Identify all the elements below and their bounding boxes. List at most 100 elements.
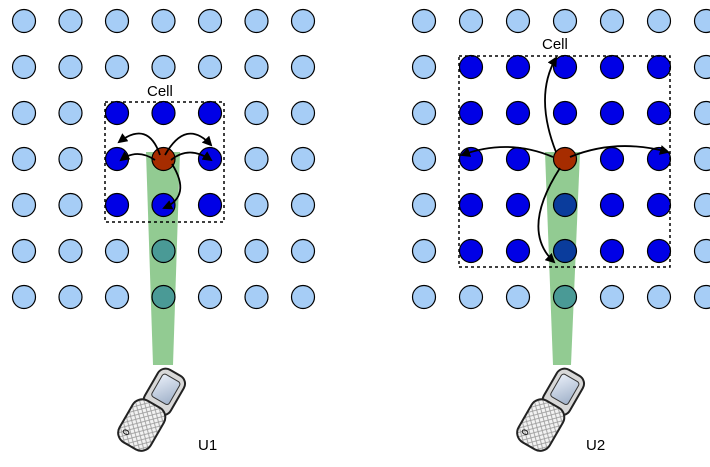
- node-u1-r2c1: [59, 102, 82, 125]
- cell-label-u1: Cell: [147, 83, 173, 100]
- node-u2-r0c4: [601, 10, 624, 33]
- node-u1-r3c6: [292, 148, 315, 171]
- node-u1-r0c3: [152, 10, 175, 33]
- node-u1-r1c1: [59, 56, 82, 79]
- cell-node-u1-r2c4: [199, 102, 222, 125]
- cell-node-u2-r4c4: [601, 194, 624, 217]
- node-u2-r6c6: [695, 286, 710, 309]
- node-u2-r2c0: [413, 102, 436, 125]
- node-u2-r4c0: [413, 194, 436, 217]
- node-u1-r6c0: [13, 286, 36, 309]
- user-label-u1: U1: [198, 437, 217, 454]
- node-u2-r2c6: [695, 102, 710, 125]
- cell-node-u1-r3c2: [106, 148, 129, 171]
- cell-node-u1-r4c4: [199, 194, 222, 217]
- node-u1-r5c5: [245, 240, 268, 263]
- node-u1-r0c5: [245, 10, 268, 33]
- cell-node-u2-r2c2: [507, 102, 530, 125]
- user-label-u2: U2: [586, 437, 605, 454]
- node-u1-r2c0: [13, 102, 36, 125]
- node-u1-r4c6: [292, 194, 315, 217]
- node-u2-r5c0: [413, 240, 436, 263]
- node-u2-r3c0: [413, 148, 436, 171]
- phone-icon-u1: [114, 362, 188, 454]
- node-u1-r1c6: [292, 56, 315, 79]
- node-u1-r6c5: [245, 286, 268, 309]
- cell-node-u2-r3c1: [460, 148, 483, 171]
- node-u1-r1c2: [106, 56, 129, 79]
- node-u1-r5c0: [13, 240, 36, 263]
- node-u2-r1c6: [695, 56, 710, 79]
- cell-node-u2-r4c1: [460, 194, 483, 217]
- node-u2-r6c1: [460, 286, 483, 309]
- node-u1-r6c1: [59, 286, 82, 309]
- cell-node-u1-r4c2: [106, 194, 129, 217]
- node-u1-r0c0: [13, 10, 36, 33]
- cell-node-u1-r4c3: [152, 194, 175, 217]
- node-u1-r3c5: [245, 148, 268, 171]
- node-u2-r1c0: [413, 56, 436, 79]
- cell-node-u2-r1c4: [601, 56, 624, 79]
- cell-node-u2-r5c5: [648, 240, 671, 263]
- cell-node-u2-r5c1: [460, 240, 483, 263]
- node-u1-r4c1: [59, 194, 82, 217]
- node-u1-r6c4: [199, 286, 222, 309]
- cell-node-u2-r2c1: [460, 102, 483, 125]
- node-u2-r0c1: [460, 10, 483, 33]
- panel-u1: Cell U1: [13, 10, 315, 455]
- node-u1-r5c1: [59, 240, 82, 263]
- cell-node-u2-r5c2: [507, 240, 530, 263]
- cell-node-u2-r2c4: [601, 102, 624, 125]
- cell-node-u2-r3c2: [507, 148, 530, 171]
- node-u2-r0c6: [695, 10, 710, 33]
- serving-node-u2-r3c3: [554, 148, 577, 171]
- node-u1-r2c6: [292, 102, 315, 125]
- beam-node-u1-r5c3: [152, 240, 175, 263]
- cell-node-u2-r4c5: [648, 194, 671, 217]
- node-u1-r6c2: [106, 286, 129, 309]
- phone-icon-u2: [513, 362, 587, 454]
- node-u1-r5c6: [292, 240, 315, 263]
- cell-node-u2-r1c2: [507, 56, 530, 79]
- cell-node-u2-r4c2: [507, 194, 530, 217]
- node-u1-r0c1: [59, 10, 82, 33]
- beam-node-u2-r6c3: [554, 286, 577, 309]
- node-u2-r6c2: [507, 286, 530, 309]
- node-u2-r5c6: [695, 240, 710, 263]
- cell-node-u1-r2c3: [152, 102, 175, 125]
- node-u1-r1c0: [13, 56, 36, 79]
- cell-node-u2-r3c4: [601, 148, 624, 171]
- node-u2-r6c5: [648, 286, 671, 309]
- node-u2-r0c2: [507, 10, 530, 33]
- node-u2-r0c5: [648, 10, 671, 33]
- node-u1-r0c2: [106, 10, 129, 33]
- node-u1-r1c3: [152, 56, 175, 79]
- cell-node-u2-r2c3: [554, 102, 577, 125]
- cell-node-u2-r5c4: [601, 240, 624, 263]
- node-u1-r0c4: [199, 10, 222, 33]
- panel-u2: Cell U2: [413, 10, 710, 455]
- node-u1-r4c5: [245, 194, 268, 217]
- node-u1-r5c4: [199, 240, 222, 263]
- cell-node-u2-r1c1: [460, 56, 483, 79]
- cell-node-u2-r1c3: [554, 56, 577, 79]
- node-u2-r3c6: [695, 148, 710, 171]
- node-u1-r5c2: [106, 240, 129, 263]
- cell-label-u2: Cell: [542, 36, 568, 53]
- node-u1-r4c0: [13, 194, 36, 217]
- node-u1-r0c6: [292, 10, 315, 33]
- cell-node-u2-r2c5: [648, 102, 671, 125]
- node-u1-r1c5: [245, 56, 268, 79]
- node-u2-r0c3: [554, 10, 577, 33]
- beam-node-u2-r4c3: [554, 194, 577, 217]
- node-u2-r6c4: [601, 286, 624, 309]
- beam-node-u2-r5c3: [554, 240, 577, 263]
- beam-node-u1-r6c3: [152, 286, 175, 309]
- node-u1-r3c0: [13, 148, 36, 171]
- cell-node-u1-r2c2: [106, 102, 129, 125]
- node-u2-r0c0: [413, 10, 436, 33]
- node-u1-r2c5: [245, 102, 268, 125]
- cell-node-u2-r1c5: [648, 56, 671, 79]
